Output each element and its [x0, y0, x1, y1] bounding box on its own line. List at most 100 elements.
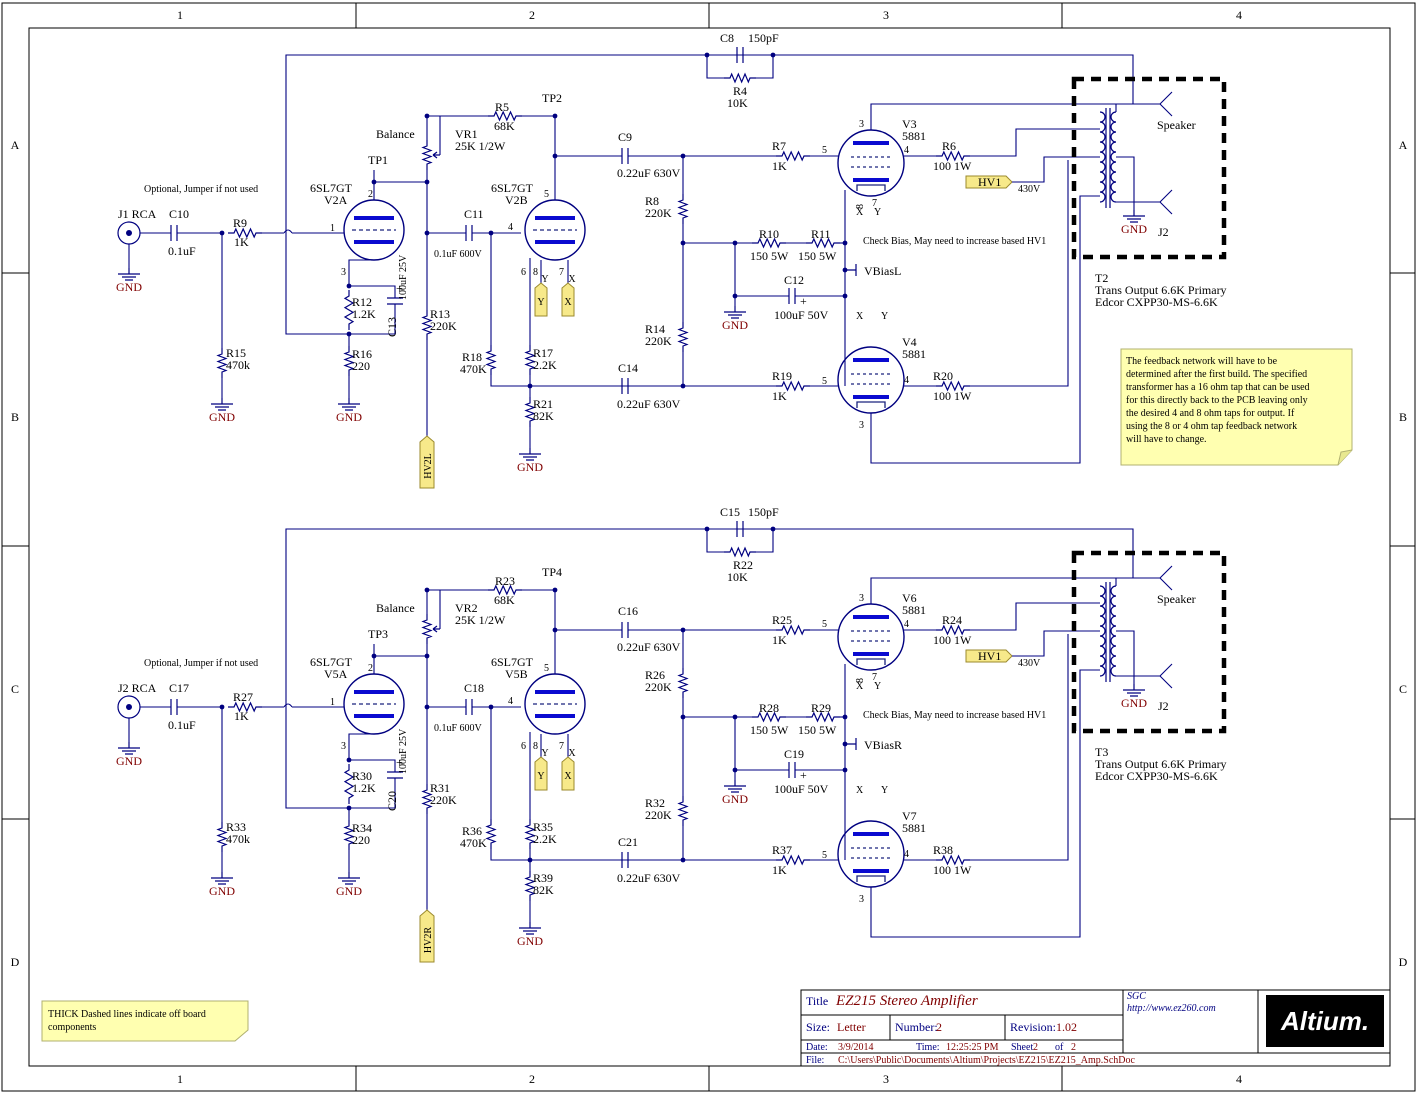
hv2-port: [419, 909, 435, 963]
ground-label: GND: [722, 318, 748, 332]
ground-label: GND: [209, 410, 235, 424]
pot-wiper: [432, 151, 440, 159]
junction-dot: [704, 526, 710, 532]
feedback-note-line-5: the desired 4 and 8 ohm taps for output.…: [1126, 408, 1295, 419]
time-value: 12:25:25 PM: [946, 1042, 999, 1053]
grid-leak-resistor-value: 470k: [226, 832, 250, 846]
ground-label: GND: [1121, 696, 1147, 710]
altium-logo-text: Altium.: [1280, 1006, 1369, 1036]
speaker-jack-label: J2: [1158, 225, 1169, 239]
feedback-capacitor-ref: C15: [720, 505, 740, 519]
thick-note-line-2: components: [48, 1022, 96, 1033]
bias-capacitor-value: 100uF 50V: [774, 308, 829, 322]
feedback-note-line-3: transformer has a 16 ohm tap that can be…: [1126, 382, 1310, 393]
plate-load-resistor-13: [421, 784, 433, 814]
pin-number: 3: [341, 267, 346, 278]
wire: [970, 160, 1069, 387]
ground-label: GND: [517, 934, 543, 948]
bias-resistor-11: [806, 711, 840, 723]
pin-number: 7: [872, 198, 877, 209]
row-label-a-right: A: [1399, 138, 1408, 152]
junction-dot: [704, 52, 710, 58]
phase-inverter-unit: V2B: [505, 193, 528, 207]
wire: [285, 707, 349, 809]
coupling-capacitor: [465, 699, 473, 715]
junction-dot: [527, 383, 533, 389]
heater-port-x-label: X: [564, 297, 572, 308]
ground-symbol: [118, 742, 140, 755]
bias-resistor-14-value: 220K: [645, 808, 672, 822]
wire: [373, 181, 427, 200]
wire: [349, 285, 396, 298]
thick-dashed-note: THICK Dashed lines indicate off board co…: [41, 1000, 249, 1042]
column-label-2: 2: [529, 8, 535, 22]
wire: [1159, 577, 1173, 591]
column-label-4: 4: [1236, 8, 1242, 22]
heater-pin-y: Y: [874, 207, 881, 218]
pin-number: 1: [330, 223, 335, 234]
pin-number: 2: [368, 663, 373, 674]
plate-resistor: [488, 584, 522, 596]
screen-resistor-top: [936, 624, 970, 636]
screen-resistor-top: [936, 150, 970, 162]
heater-pin-y: Y: [881, 785, 888, 796]
pin-number: 6: [521, 267, 526, 278]
heater-pin-x: X: [856, 311, 864, 322]
bias-resistor-8: [677, 668, 689, 698]
cathode-resistor-17-value: 2.2K: [533, 358, 557, 372]
company-url: http://www.ez260.com: [1127, 1003, 1216, 1014]
wire: [706, 55, 730, 79]
plate-load-resistor-13-ref: R13: [430, 307, 450, 321]
junction-dot: [424, 653, 430, 659]
bias-capacitor-ref: C12: [784, 273, 804, 287]
hv2-port-label: HV2R: [423, 927, 434, 953]
row-label-b: B: [11, 410, 19, 424]
pin-number: 5: [544, 663, 549, 674]
hv1-voltage: 430V: [1018, 658, 1041, 669]
jumper-note: Optional, Jumper if not used: [144, 184, 258, 195]
phase-inverter-triode: [524, 199, 586, 261]
revision-label: Revision:: [1010, 1020, 1056, 1034]
output-coupling-capacitor-bottom: [621, 378, 629, 394]
junction-dot: [346, 283, 352, 289]
bias-resistor-8: [677, 194, 689, 224]
wire: [1159, 189, 1173, 203]
wire: [285, 528, 1134, 707]
cathode-resistor-17-value: 2.2K: [533, 832, 557, 846]
row-label-c: C: [11, 682, 19, 696]
column-label-2-bottom: 2: [529, 1072, 535, 1086]
grid-stopper-bottom: [776, 380, 810, 392]
tail-resistor-ref: R39: [533, 871, 553, 885]
cathode-resistor-1-value: 1.2K: [352, 781, 376, 795]
pin-number: 4: [508, 696, 513, 707]
phase-inverter-type: 6SL7GT: [491, 181, 534, 195]
plate-resistor-value: 68K: [494, 593, 515, 607]
bias-capacitor: [788, 288, 796, 304]
ground-symbol: [338, 872, 360, 885]
heater-port-y-label: Y: [537, 297, 544, 308]
tail-resistor-value: 82K: [533, 409, 554, 423]
bias-capacitor-ref: C19: [784, 747, 804, 761]
hv1-port: [965, 175, 1013, 189]
output-tube-top-ref: V6: [902, 591, 917, 605]
cathode-resistor-2-ref: R16: [352, 347, 372, 361]
pin-number: 8: [533, 267, 538, 278]
junction-dot: [346, 757, 352, 763]
rca-jack-pin: [126, 230, 132, 236]
pin-number: 4: [508, 222, 513, 233]
output-coupling-bottom-value: 0.22uF 630V: [617, 397, 681, 411]
date-value: 3/9/2014: [838, 1042, 874, 1053]
input-capacitor: [170, 699, 178, 715]
wire: [870, 669, 1100, 938]
coupling-capacitor-value: 0.1uF 600V: [434, 723, 483, 734]
column-label-1-bottom: 1: [177, 1072, 183, 1086]
pin-number: 5: [822, 850, 827, 861]
feedback-resistor-value: 10K: [727, 96, 748, 110]
bias-resistor-8-value: 220K: [645, 206, 672, 220]
ground-symbol: [211, 398, 233, 411]
row-label-a: A: [11, 138, 20, 152]
tail-resistor-ref: R21: [533, 397, 553, 411]
column-label-3-bottom: 3: [883, 1072, 889, 1086]
cathode-bypass-capacitor-value: 100uF 25V: [398, 728, 409, 774]
